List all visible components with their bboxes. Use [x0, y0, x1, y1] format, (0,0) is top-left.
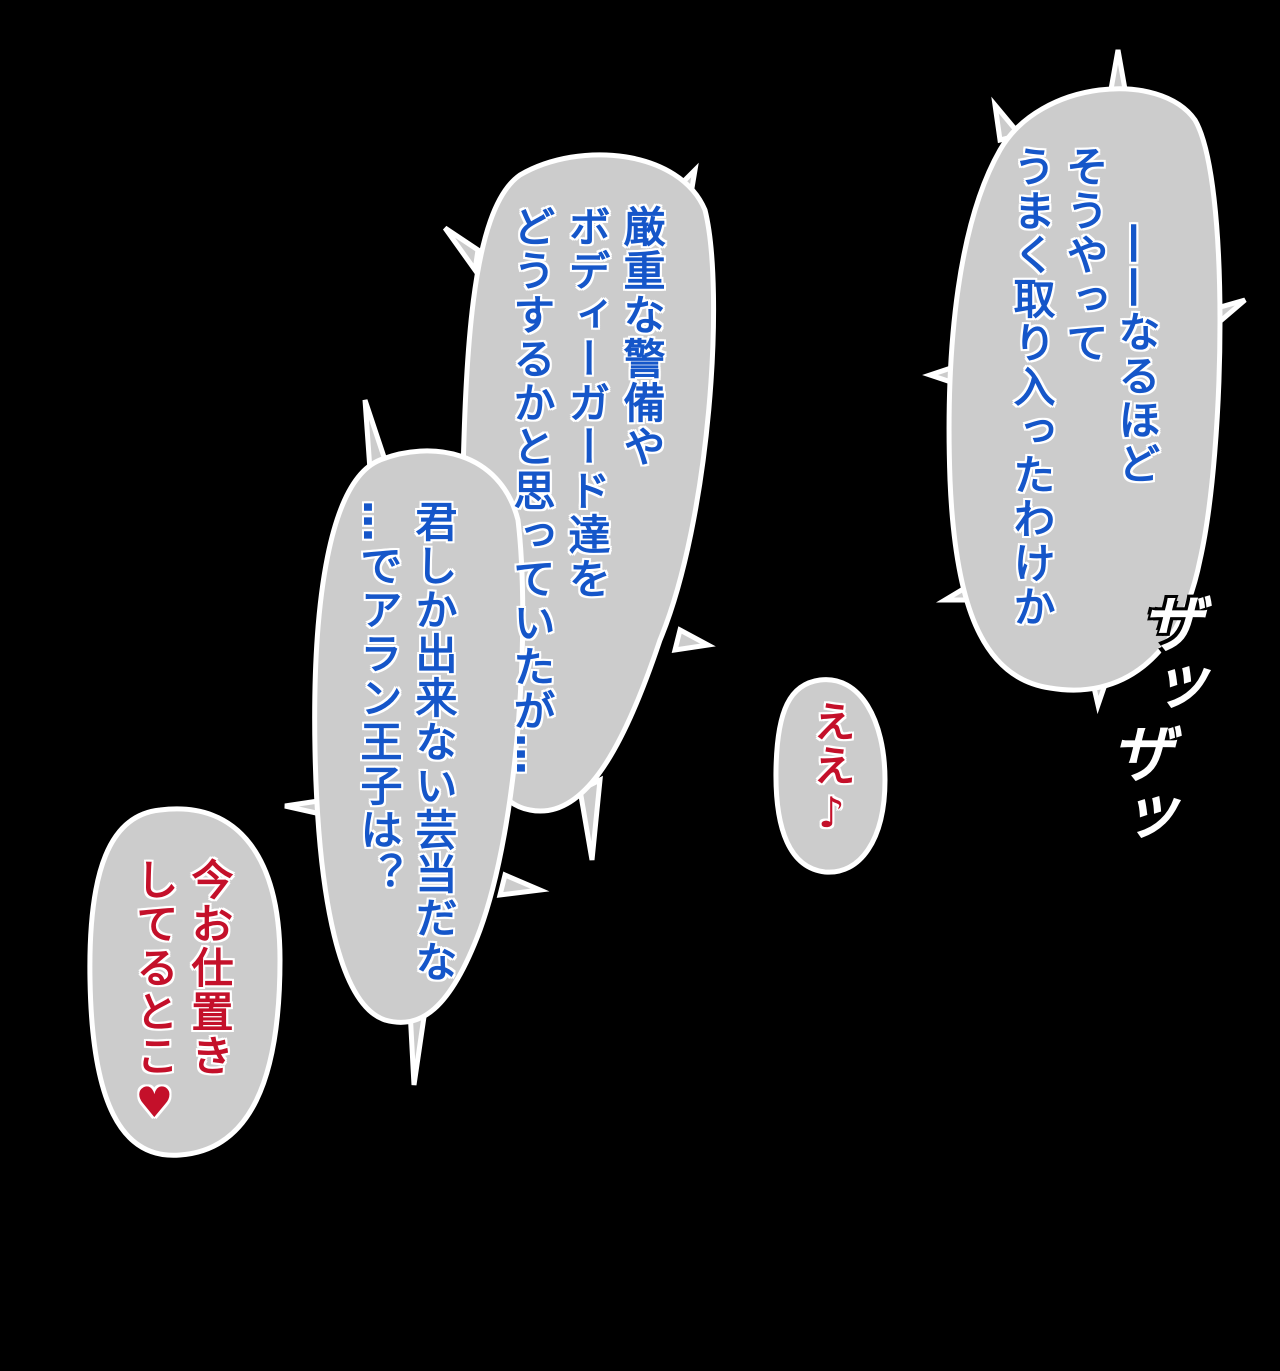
sound-effect: ザッ [1129, 590, 1203, 718]
bubble2-spike [442, 225, 481, 277]
bubble5-line: 今お仕置き [185, 858, 234, 1078]
bubble1-line: ——なるほど [1112, 222, 1161, 486]
bubble4-line: ええ♪ [807, 700, 856, 839]
bubble2-line: ボディーガード達を [562, 205, 611, 601]
bubble2-spike [671, 626, 716, 654]
bubble1 [946, 86, 1223, 693]
bubble3 [312, 448, 526, 1025]
bubble4 [773, 677, 888, 875]
bubble5 [87, 806, 283, 1158]
sound-effect: ザッ [1099, 720, 1173, 848]
bubble2-line: どうするかと思っていたが… [507, 205, 556, 777]
bubble3-line: …でアラン王子は？ [354, 500, 403, 896]
bubble1-line: そうやって [1060, 145, 1109, 365]
bubble2-line: 厳重な警備や [617, 205, 666, 469]
bubble1-line: うまく取り入ったわけか [1007, 145, 1056, 629]
bubble3-spike [496, 871, 550, 898]
bubble5-line: してるとこ♥ [130, 858, 179, 1129]
bubble3-line: 君しか出来ない芸当だな [409, 500, 458, 984]
